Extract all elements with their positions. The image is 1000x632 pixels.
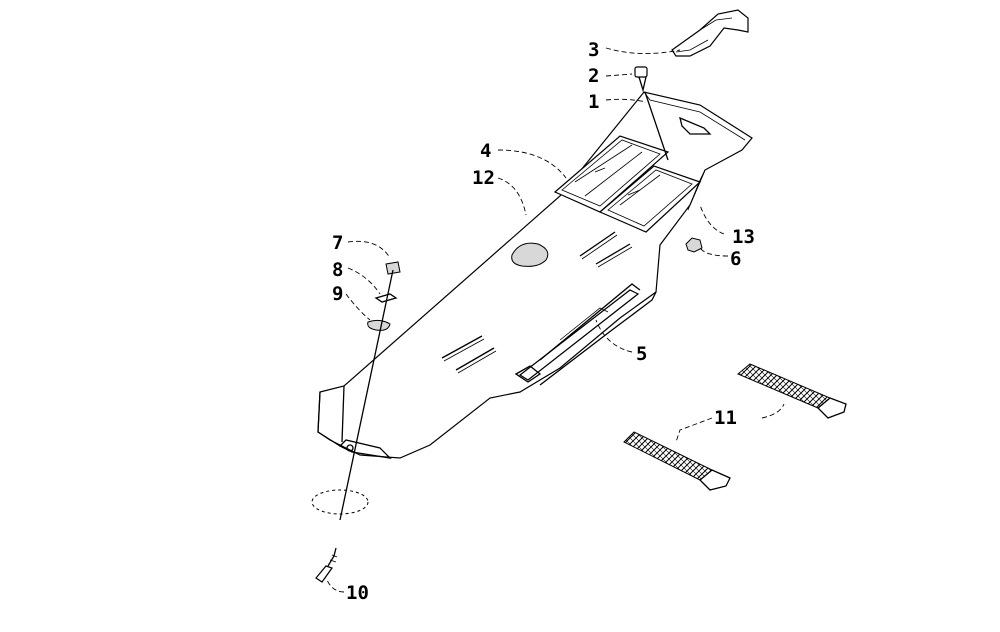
callout-4: 4 (480, 140, 491, 162)
callout-1: 1 (588, 91, 599, 113)
skid-plate (317, 91, 753, 459)
nut-6 (685, 237, 703, 253)
screw-10 (315, 547, 338, 583)
callout-3: 3 (588, 39, 599, 61)
foot-grip-upper (737, 363, 847, 419)
callout-7: 7 (332, 232, 343, 254)
bolt-2-axis (644, 91, 669, 161)
callout-5: 5 (636, 343, 647, 365)
bolt-2 (634, 66, 648, 93)
callout-10: 10 (346, 582, 369, 604)
panel-13 (598, 165, 702, 233)
callout-8: 8 (332, 259, 343, 281)
callout-9: 9 (332, 283, 343, 305)
callout-12: 12 (472, 167, 495, 189)
washer-outline (311, 489, 369, 515)
foot-grip-lower (623, 431, 731, 491)
rail-5 (514, 283, 641, 383)
stack-7-8-9 (339, 261, 401, 521)
leader-lines (325, 47, 785, 593)
plug-12 (511, 242, 549, 267)
callout-11: 11 (714, 407, 737, 429)
bracket-3 (671, 9, 749, 57)
callout-6: 6 (730, 248, 741, 270)
heat-exchanger-panel (553, 135, 670, 213)
callout-13: 13 (732, 226, 755, 248)
callout-2: 2 (588, 65, 599, 87)
